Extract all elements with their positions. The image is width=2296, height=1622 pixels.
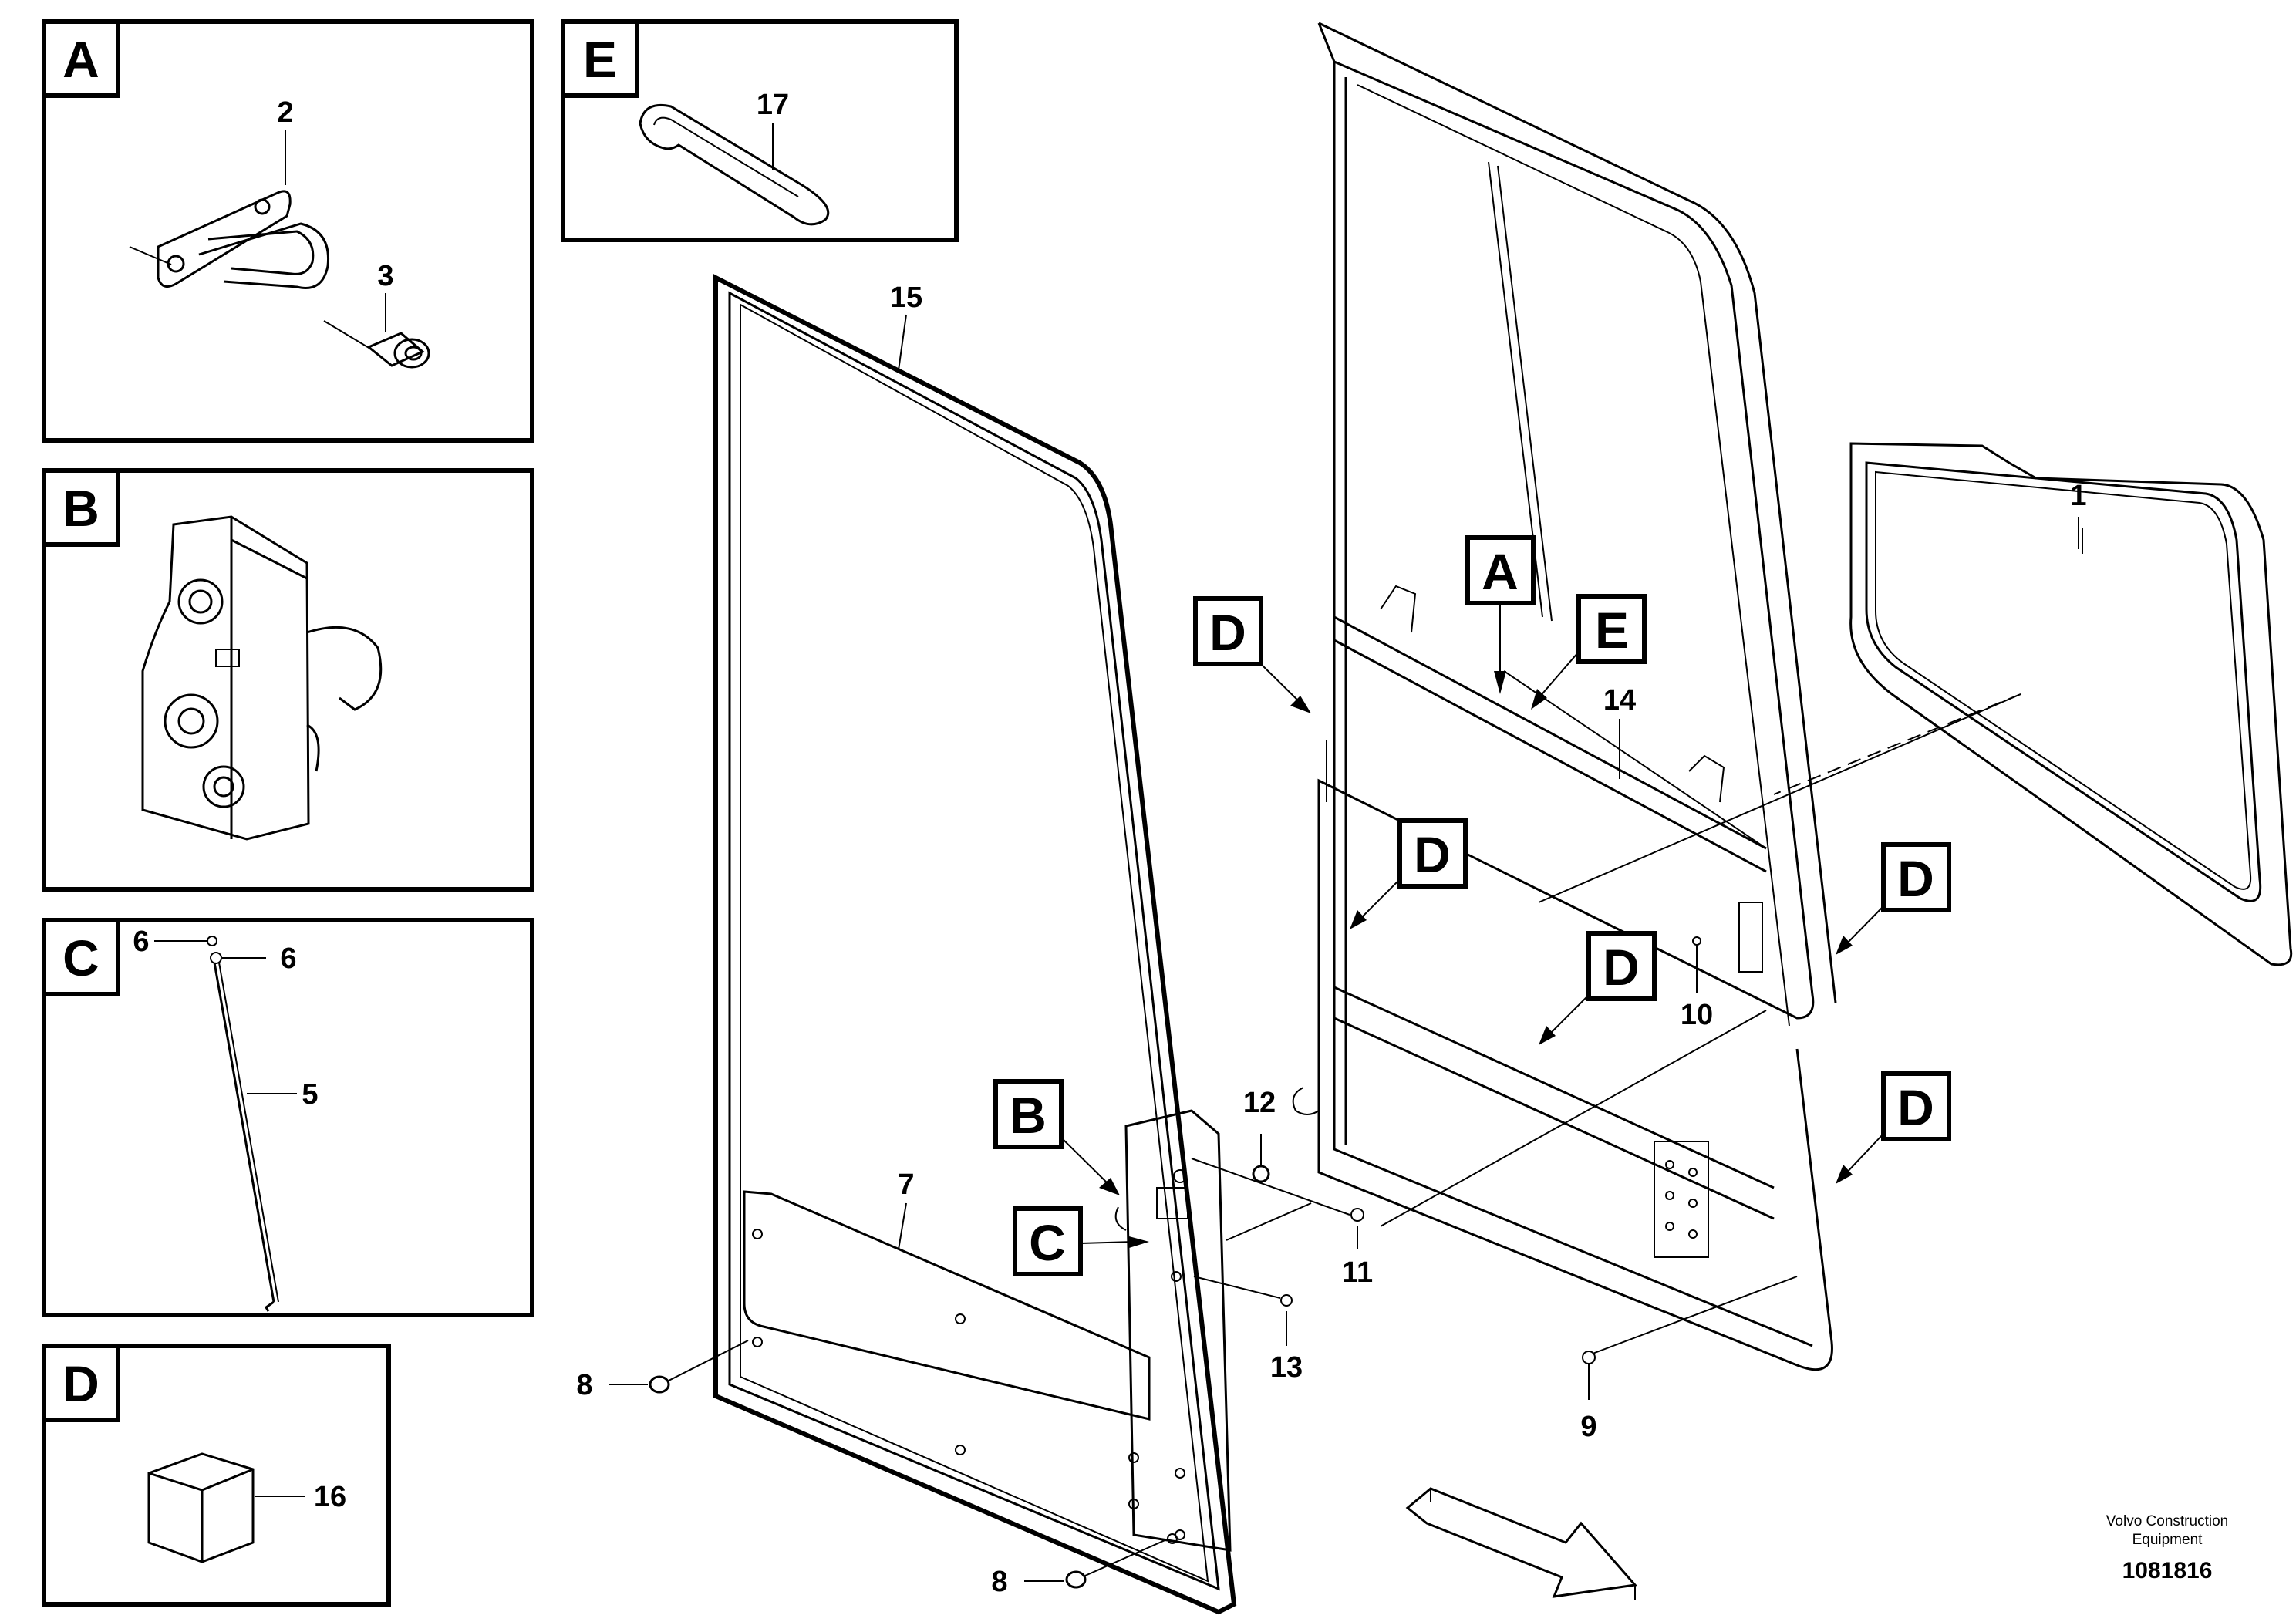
box-e-letter: E <box>583 31 617 88</box>
location-label-b: B <box>993 1079 1120 1195</box>
location-label-a: A <box>1465 535 1536 694</box>
glass-pane-drawing <box>1538 442 2293 966</box>
screw-8-upper <box>609 1340 749 1394</box>
svg-text:D: D <box>1603 939 1640 996</box>
direction-arrow-icon <box>1405 1487 1637 1600</box>
callout-16: 16 <box>314 1481 346 1513</box>
callout-8-lower: 8 <box>991 1566 1007 1598</box>
svg-text:D: D <box>1897 1079 1934 1136</box>
callout-11: 11 <box>1342 1256 1373 1289</box>
location-label-d4: D <box>1836 842 1951 955</box>
svg-text:D: D <box>1414 826 1451 883</box>
box-a-letter: A <box>62 31 99 88</box>
svg-text:B: B <box>1010 1087 1047 1144</box>
callout-9: 9 <box>1580 1411 1596 1443</box>
door-frame-drawing <box>1292 22 1837 1371</box>
location-label-d2: D <box>1350 818 1468 929</box>
detail-box-c: C 6 6 5 <box>42 918 534 1317</box>
detail-box-e: E 17 <box>561 19 959 242</box>
box-d-letter: D <box>62 1355 99 1412</box>
location-label-e: E <box>1531 594 1647 710</box>
callout-15: 15 <box>890 282 922 314</box>
brand-line-2: Equipment <box>2132 1532 2203 1548</box>
callout-14: 14 <box>1603 684 1636 717</box>
box-b-letter: B <box>62 480 99 537</box>
door-lock-drawing <box>141 515 383 841</box>
callout-6-lower: 6 <box>280 943 296 975</box>
callout-2: 2 <box>277 96 293 129</box>
screw-8-lower <box>1024 1538 1169 1589</box>
callout-17: 17 <box>757 89 789 121</box>
detail-box-a: A 2 3 <box>42 19 534 443</box>
svg-text:D: D <box>1209 604 1246 661</box>
detail-box-d: D 16 <box>42 1344 391 1607</box>
location-label-d1: D <box>1193 596 1311 713</box>
handle-drawing <box>639 103 830 226</box>
location-label-c: C <box>1013 1206 1149 1276</box>
svg-text:A: A <box>1482 543 1519 600</box>
callout-1: 1 <box>2070 480 2086 512</box>
callout-7: 7 <box>898 1168 914 1201</box>
callout-5: 5 <box>302 1078 318 1111</box>
brand-line-1: Volvo Construction <box>2106 1513 2228 1529</box>
callout-12: 12 <box>1243 1087 1276 1119</box>
svg-text:E: E <box>1595 602 1629 659</box>
cube-drawing <box>147 1452 255 1563</box>
drawing-number: 1081816 <box>2122 1558 2213 1583</box>
svg-text:C: C <box>1029 1214 1066 1271</box>
location-label-d5: D <box>1836 1071 1951 1184</box>
callout-6-upper: 6 <box>133 926 149 958</box>
location-label-d3: D <box>1539 931 1657 1045</box>
box-c-letter: C <box>62 929 99 986</box>
bolt-drawing <box>323 320 430 369</box>
callout-8-upper: 8 <box>576 1369 592 1401</box>
callout-3: 3 <box>377 260 393 292</box>
latch-bracket-drawing <box>129 190 330 289</box>
svg-text:D: D <box>1897 850 1934 907</box>
callout-13: 13 <box>1270 1351 1303 1384</box>
detail-box-b: B <box>42 468 534 892</box>
rod-drawing <box>207 936 279 1312</box>
callout-10: 10 <box>1681 999 1713 1031</box>
door-glass-drawing <box>713 274 1237 1615</box>
